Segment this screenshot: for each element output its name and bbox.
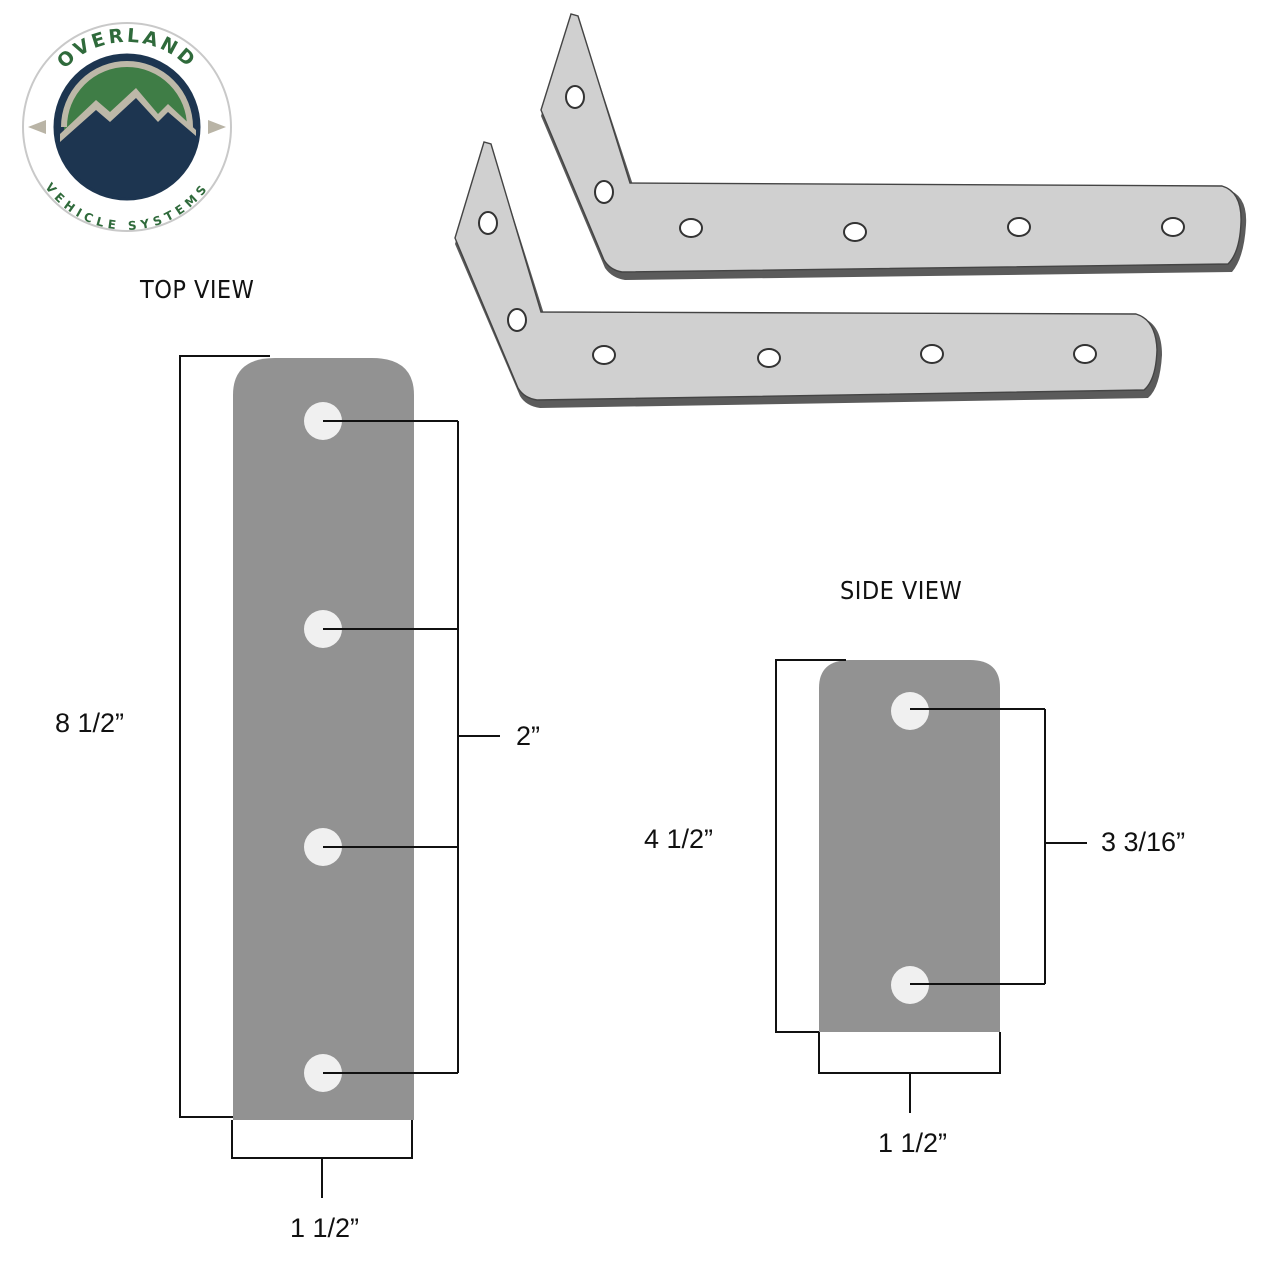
side-view-hole	[891, 692, 929, 730]
top-view-hole-spacing-dimension	[323, 420, 500, 1074]
top-view-length-label: 8 1/2”	[55, 708, 125, 738]
side-view-hole	[891, 966, 929, 1004]
top-view-title: TOP VIEW	[140, 275, 255, 304]
bracket-render-front	[454, 141, 1162, 408]
top-view-hole	[304, 1054, 342, 1092]
side-view-width-label: 1 1/2”	[878, 1128, 948, 1158]
side-view-hole-spacing-dimension	[910, 708, 1087, 985]
bracket-render-back	[540, 13, 1247, 280]
top-view-length-dimension	[179, 355, 270, 1118]
top-view-hole	[304, 828, 342, 866]
side-view-length-label: 4 1/2”	[644, 824, 714, 854]
top-view-hole-spacing-label: 2”	[516, 721, 541, 751]
side-view-plate	[819, 660, 1000, 1032]
side-view-title: SIDE VIEW	[840, 576, 963, 605]
bracket-render	[454, 13, 1247, 408]
brand-logo: OVERLAND VEHICLE SYSTEMS	[18, 18, 236, 236]
overland-logo-icon: OVERLAND VEHICLE SYSTEMS	[22, 22, 232, 233]
top-view-width-label: 1 1/2”	[290, 1213, 360, 1243]
side-view-width-dimension	[818, 1032, 1001, 1113]
top-view-hole	[304, 610, 342, 648]
top-view-width-dimension	[231, 1120, 413, 1198]
side-view-length-dimension	[775, 659, 846, 1033]
side-view-hole-spacing-label: 3 3/16”	[1101, 827, 1186, 857]
top-view-plate	[233, 358, 414, 1120]
